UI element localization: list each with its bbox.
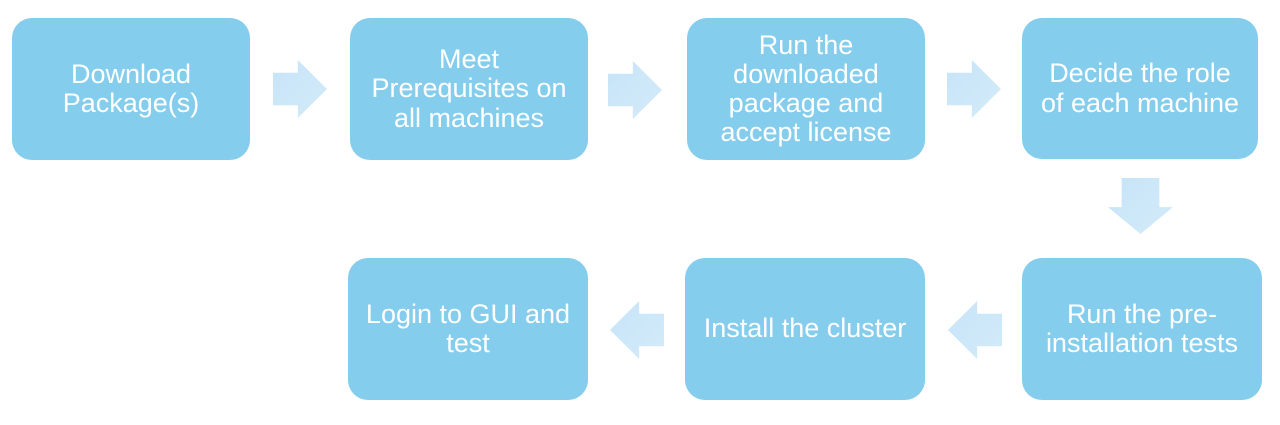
arrow-right-icon bbox=[608, 61, 662, 119]
step-label: Login to GUI and test bbox=[365, 298, 571, 358]
step-label: Run the pre- installation tests bbox=[1045, 298, 1239, 358]
arrow-left-icon bbox=[610, 301, 664, 359]
step-install-cluster: Install the cluster bbox=[685, 258, 925, 400]
arrow-down-icon bbox=[1108, 178, 1173, 234]
step-label: Meet Prerequisites on all machines bbox=[371, 44, 567, 133]
step-decide-machine-roles: Decide the role of each machine bbox=[1022, 18, 1258, 159]
step-run-downloaded-package: Run the downloaded package and accept li… bbox=[687, 18, 925, 160]
step-label: Install the cluster bbox=[703, 313, 907, 344]
step-label: Decide the role of each machine bbox=[1040, 58, 1240, 118]
arrow-left-icon bbox=[948, 301, 1002, 359]
arrow-right-icon bbox=[947, 60, 1001, 118]
step-login-gui-test: Login to GUI and test bbox=[348, 258, 588, 400]
step-label: Download Package(s) bbox=[62, 58, 200, 118]
step-preinstallation-tests: Run the pre- installation tests bbox=[1022, 258, 1262, 400]
step-label: Run the downloaded package and accept li… bbox=[720, 29, 892, 148]
arrow-right-icon bbox=[273, 60, 327, 118]
step-meet-prerequisites: Meet Prerequisites on all machines bbox=[350, 18, 588, 160]
step-download-packages: Download Package(s) bbox=[12, 18, 250, 160]
